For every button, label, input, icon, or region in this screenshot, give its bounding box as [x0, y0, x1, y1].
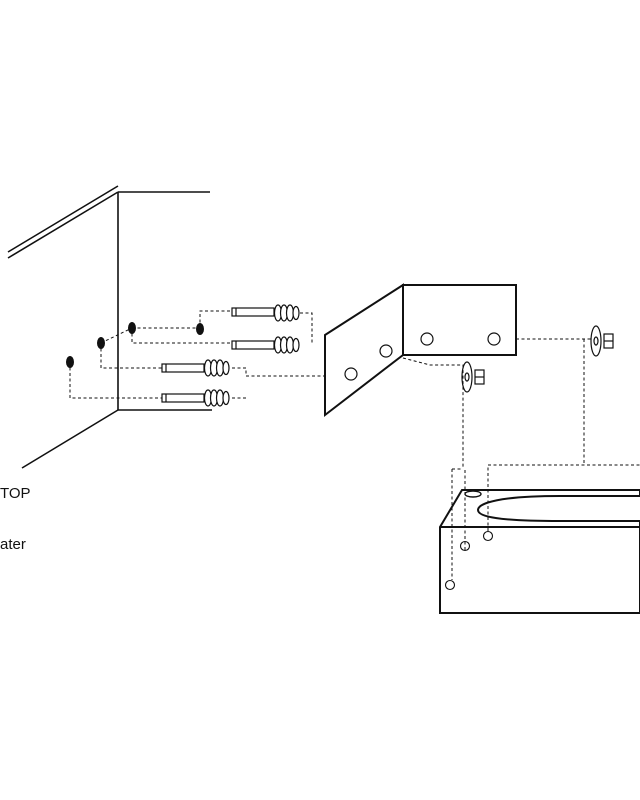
bracket-hole-upper	[379, 344, 393, 358]
wall-holes	[66, 322, 204, 368]
l-bracket	[324, 283, 517, 418]
wall	[7, 185, 212, 469]
washer-nut-lower	[461, 361, 485, 393]
bolt-3-shaft	[161, 363, 205, 373]
anchor-bolt-4	[161, 389, 230, 407]
guide-to-bolt-2	[131, 328, 232, 344]
anchor-bolt-1	[231, 304, 300, 322]
guide-to-bolt-3	[100, 343, 162, 369]
bolt-4-shaft	[161, 393, 205, 403]
basin-bowl-opening	[476, 495, 640, 522]
guide-to-bolt-1	[199, 310, 232, 328]
guide-bracket-to-basin	[402, 357, 464, 469]
basin-mount-holes	[444, 530, 494, 591]
guide-lines-wall	[69, 310, 344, 399]
guide-hole3-hole1	[100, 327, 133, 344]
bolt-1-shaft	[231, 307, 275, 317]
basin-hole-3	[444, 579, 456, 591]
anchor-bolt-3	[161, 359, 230, 377]
basin-hole-2	[482, 530, 494, 542]
wall-top-edge-outer	[7, 185, 119, 253]
label-water: ater	[0, 536, 26, 553]
bracket-hole-shelf-1	[420, 332, 434, 346]
guide-basin-hole2	[487, 464, 640, 531]
basin	[439, 489, 640, 614]
guide-to-bolt-4	[69, 362, 162, 399]
anchor-bolt-2	[231, 336, 300, 354]
wall-hole-2	[196, 323, 204, 335]
wall-floor-diagonal	[21, 409, 119, 469]
bracket-hole-lower	[344, 367, 358, 381]
basin-tap-hole	[464, 490, 482, 498]
guide-bolt1-end	[300, 312, 313, 345]
guide-lines-basin	[402, 338, 640, 580]
bracket-shelf-plate	[402, 284, 517, 356]
bracket-hole-shelf-2	[487, 332, 501, 346]
bracket-holes	[344, 332, 501, 381]
label-top: TOP	[0, 485, 31, 502]
wall-top-edge-inner	[7, 191, 119, 259]
bolt-2-shaft	[231, 340, 275, 350]
washer-nut-upper	[590, 325, 614, 357]
guide-bolt3-bracket	[232, 367, 344, 377]
